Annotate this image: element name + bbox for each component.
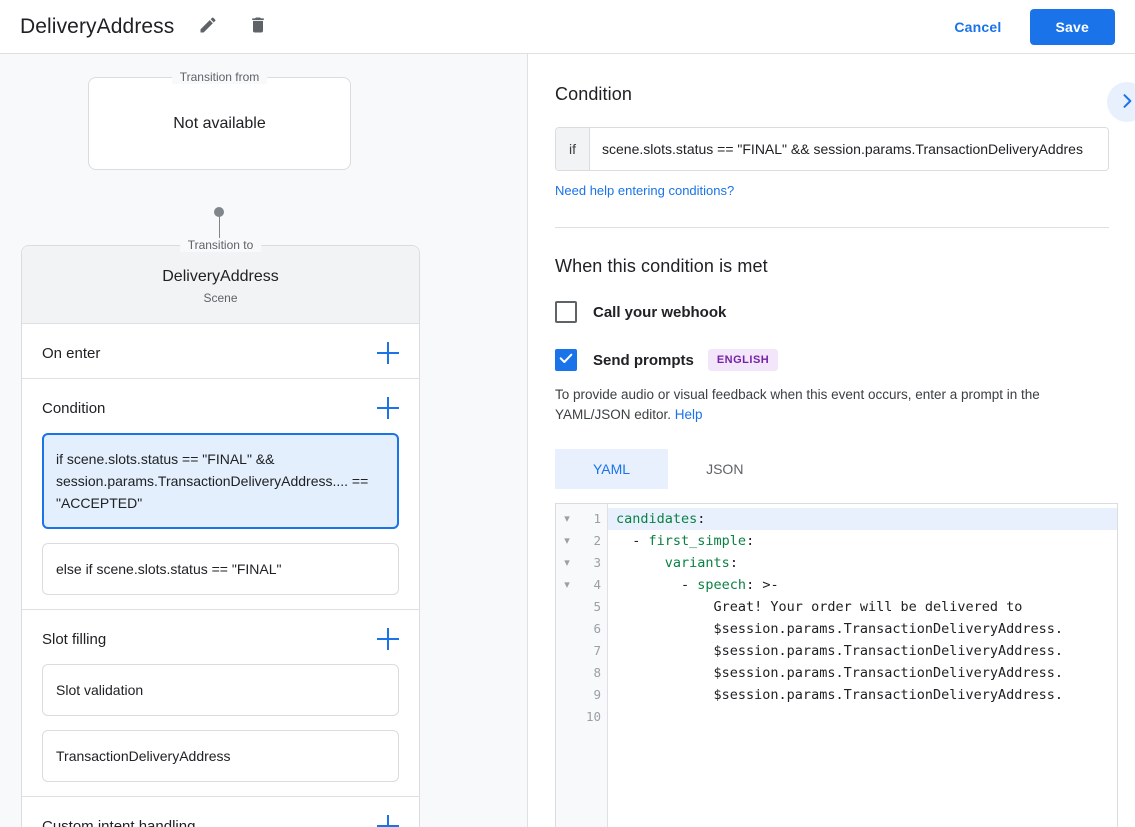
section-header-custom-intent: Custom intent handling (22, 797, 419, 827)
fold-toggle (556, 662, 578, 684)
add-on-enter-button[interactable] (377, 342, 399, 364)
line-number: 3 (593, 555, 601, 570)
section-title-slot-filling: Slot filling (42, 630, 107, 648)
line-number: 5 (593, 599, 601, 614)
pencil-icon (198, 15, 218, 38)
add-condition-button[interactable] (377, 397, 399, 419)
section-header-slot-filling: Slot filling (22, 610, 419, 664)
code-line[interactable]: $session.params.TransactionDeliveryAddre… (616, 687, 1064, 703)
code-editor[interactable]: ▾ ▾ ▾ ▾ 1 2 3 4 5 6 7 8 9 10 candidates: - first_sim… (555, 503, 1118, 827)
code-content[interactable]: candidates: - first_simple: variants: - … (608, 504, 1117, 827)
line-number-gutter: 1 2 3 4 5 6 7 8 9 10 (578, 504, 608, 827)
line-number: 1 (593, 511, 601, 526)
section-header-condition: Condition (22, 379, 419, 433)
webhook-row: Call your webhook (555, 301, 1109, 323)
code-line[interactable] (608, 706, 1117, 728)
fold-toggle (556, 640, 578, 662)
prompts-hint-text: To provide audio or visual feedback when… (555, 387, 1040, 422)
line-number: 6 (593, 621, 601, 636)
call-webhook-label: Call your webhook (593, 303, 727, 321)
section-title-custom-intent: Custom intent handling (42, 817, 196, 827)
condition-title: Condition (555, 84, 632, 104)
send-prompts-label: Send prompts (593, 351, 694, 369)
condition-if-label: if (556, 128, 590, 170)
list-item[interactable]: Slot validation (42, 664, 399, 716)
when-met-title: When this condition is met (555, 256, 768, 276)
line-number: 7 (593, 643, 601, 658)
editor-format-tabs: YAML JSON (555, 449, 1109, 489)
list-item[interactable]: TransactionDeliveryAddress (42, 730, 399, 782)
chevron-right-icon (1117, 91, 1135, 114)
scene-header: Transition to DeliveryAddress Scene (22, 238, 419, 324)
line-number: 9 (593, 687, 601, 702)
line-number: 2 (593, 533, 601, 548)
edit-button[interactable] (190, 9, 226, 45)
page-title: DeliveryAddress (20, 14, 175, 38)
section-on-enter: On enter (22, 324, 419, 379)
line-number: 4 (593, 577, 601, 592)
transition-from-card: Transition from Not available (88, 70, 351, 170)
check-icon (558, 350, 574, 371)
send-prompts-checkbox[interactable] (555, 349, 577, 371)
code-line[interactable]: candidates: (608, 508, 1117, 530)
prompts-help-link[interactable]: Help (674, 407, 703, 422)
code-line[interactable]: $session.params.TransactionDeliveryAddre… (616, 643, 1064, 659)
list-item[interactable]: else if scene.slots.status == "FINAL" (42, 543, 399, 595)
tab-yaml[interactable]: YAML (555, 449, 669, 489)
left-panel: Transition from Not available Transition… (0, 54, 528, 827)
list-item[interactable]: if scene.slots.status == "FINAL" && sess… (42, 433, 399, 529)
section-condition: Condition if scene.slots.status == "FINA… (22, 379, 419, 610)
section-header-on-enter: On enter (22, 324, 419, 378)
code-line[interactable]: variants: (664, 555, 738, 571)
code-fold-gutter[interactable]: ▾ ▾ ▾ ▾ (556, 504, 578, 827)
expand-panel-button[interactable] (1107, 82, 1135, 122)
scene-name: DeliveryAddress (162, 268, 279, 285)
save-button[interactable]: Save (1029, 8, 1115, 45)
transition-from-value: Not available (173, 114, 266, 132)
fold-toggle (556, 684, 578, 706)
prompts-hint: To provide audio or visual feedback when… (555, 385, 1109, 425)
call-webhook-checkbox[interactable] (555, 301, 577, 323)
section-title-on-enter: On enter (42, 344, 101, 362)
fold-toggle (556, 596, 578, 618)
fold-toggle[interactable]: ▾ (564, 513, 570, 525)
condition-help-link[interactable]: Need help entering conditions? (555, 183, 735, 198)
line-number: 10 (585, 709, 601, 724)
line-number: 8 (593, 665, 601, 680)
section-slot-filling: Slot filling Slot validation Transaction… (22, 610, 419, 797)
transition-from-legend: Transition from (171, 70, 268, 84)
trash-icon (248, 15, 268, 38)
when-condition-met-block: When this condition is met Call your web… (529, 228, 1135, 827)
add-custom-intent-button[interactable] (377, 815, 399, 827)
fold-toggle (556, 706, 578, 728)
condition-input[interactable] (590, 128, 1108, 170)
scene-subtitle: Scene (203, 291, 238, 305)
fold-toggle[interactable]: ▾ (564, 579, 570, 591)
code-line[interactable]: $session.params.TransactionDeliveryAddre… (616, 621, 1064, 637)
code-line[interactable]: Great! Your order will be delivered to (616, 599, 1023, 615)
code-line[interactable]: $session.params.TransactionDeliveryAddre… (616, 665, 1064, 681)
section-title-condition: Condition (42, 399, 106, 417)
transition-to-legend: Transition to (179, 238, 262, 252)
cancel-button[interactable]: Cancel (940, 10, 1015, 44)
right-panel: Condition if Need help entering conditio… (529, 54, 1135, 827)
condition-block: Condition if Need help entering conditio… (529, 54, 1135, 228)
code-line[interactable]: - first_simple: (616, 533, 755, 549)
top-bar: DeliveryAddress Cancel Save (0, 0, 1135, 54)
fold-toggle[interactable]: ▾ (564, 557, 570, 569)
transition-to-card: Transition to DeliveryAddress Scene On e… (21, 238, 420, 827)
code-line[interactable]: - speech: >- (616, 577, 779, 593)
tab-json[interactable]: JSON (668, 449, 781, 489)
fold-toggle[interactable]: ▾ (564, 535, 570, 547)
fold-toggle (556, 618, 578, 640)
section-divider (555, 227, 1109, 228)
language-badge: ENGLISH (707, 349, 779, 371)
send-prompts-row: Send prompts ENGLISH (555, 349, 1109, 371)
section-custom-intent-handling: Custom intent handling (22, 797, 419, 827)
add-slot-filling-button[interactable] (377, 628, 399, 650)
condition-input-group: if (555, 127, 1109, 171)
delete-button[interactable] (240, 9, 276, 45)
